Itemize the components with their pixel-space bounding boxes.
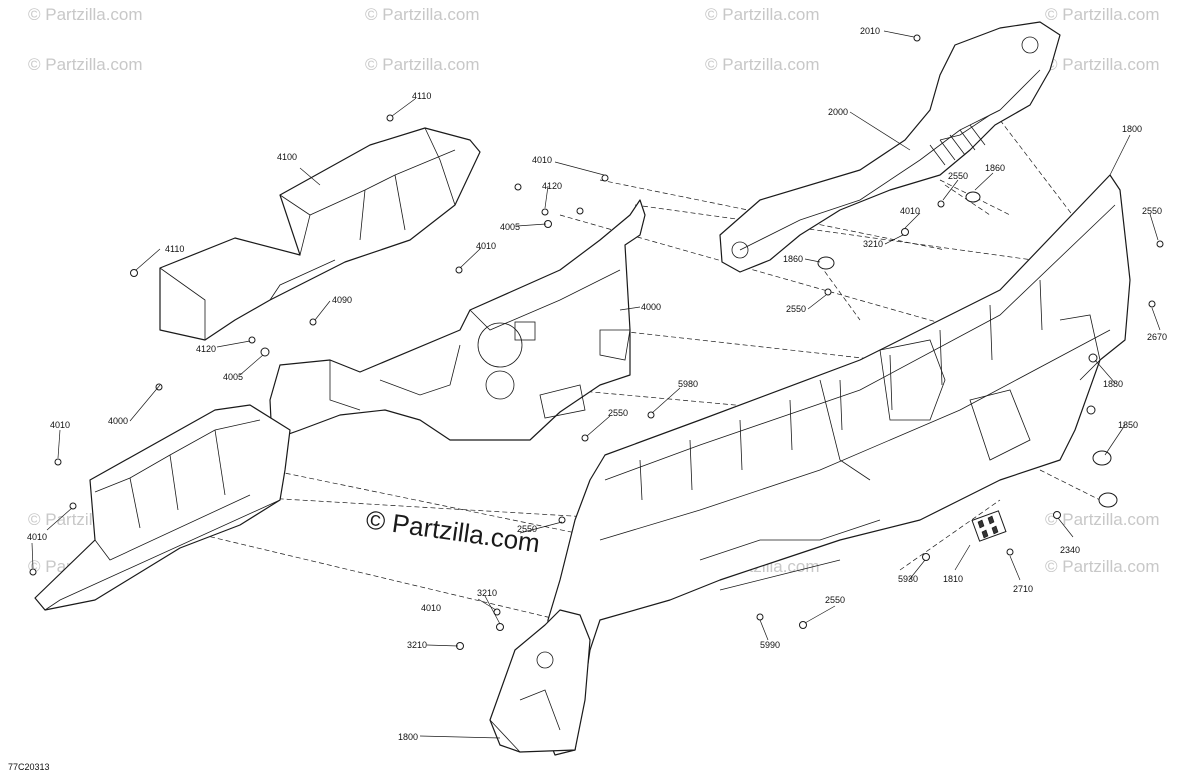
callout-4010: 4010 — [27, 532, 47, 542]
callout-3210: 3210 — [863, 239, 883, 249]
callout-1810: 1810 — [943, 574, 963, 584]
callout-4010: 4010 — [476, 241, 496, 251]
callout-2000: 2000 — [828, 107, 848, 117]
callout-4010: 4010 — [50, 420, 70, 430]
bracket-4000-mid — [269, 199, 646, 441]
callout-2550: 2550 — [786, 304, 806, 314]
bracket-2000 — [719, 21, 1061, 273]
callout-2550: 2550 — [608, 408, 628, 418]
duct-4100 — [159, 127, 481, 341]
callout-1860: 1860 — [783, 254, 803, 264]
callout-4100: 4100 — [277, 152, 297, 162]
hardware — [29, 34, 1164, 650]
callout-2550: 2550 — [825, 595, 845, 605]
callout-5930: 5930 — [898, 574, 918, 584]
diagram-code: 77C20313 — [8, 762, 50, 772]
callout-2710: 2710 — [1013, 584, 1033, 594]
callout-1800: 1800 — [1122, 124, 1142, 134]
callout-5980: 5980 — [678, 379, 698, 389]
callout-4000: 4000 — [108, 416, 128, 426]
callout-4110: 4110 — [412, 91, 431, 101]
watermark: © Partzilla.com — [365, 5, 480, 24]
callout-2550: 2550 — [1142, 206, 1162, 216]
callout-1860: 1860 — [985, 163, 1005, 173]
callout-1850: 1850 — [1118, 420, 1138, 430]
callout-2340: 2340 — [1060, 545, 1080, 555]
bracket-1800-bottom — [489, 609, 591, 753]
callout-4010: 4010 — [421, 603, 441, 613]
callout-4010: 4010 — [900, 206, 920, 216]
callout-2010: 2010 — [860, 26, 880, 36]
callout-4010: 4010 — [532, 155, 552, 165]
callouts: 2010 2000 1800 1860 2550 4010 3210 1860 … — [27, 26, 1167, 742]
watermark: © Partzilla.com — [1045, 55, 1160, 74]
watermark: © Partzilla.com — [1045, 510, 1160, 529]
callout-4005: 4005 — [223, 372, 243, 382]
callout-1880: 1880 — [1103, 379, 1123, 389]
watermark: © Partzilla.com — [1045, 5, 1160, 24]
callout-4005: 4005 — [500, 222, 520, 232]
duct-4000-left — [34, 404, 291, 611]
callout-2550: 2550 — [948, 171, 968, 181]
callout-4120: 4120 — [542, 181, 562, 191]
callout-4000: 4000 — [641, 302, 661, 312]
callout-2550: 2550 — [517, 524, 537, 534]
callout-5990: 5990 — [760, 640, 780, 650]
callout-1800: 1800 — [398, 732, 418, 742]
callout-3210: 3210 — [477, 588, 497, 598]
panel-1800 — [544, 174, 1131, 756]
watermark: © Partzilla.com — [705, 55, 820, 74]
watermark: © Partzilla.com — [1045, 557, 1160, 576]
watermark: © Partzilla.com — [28, 5, 143, 24]
watermark: © Partzilla.com — [28, 55, 143, 74]
callout-2670: 2670 — [1147, 332, 1167, 342]
callout-3210: 3210 — [407, 640, 427, 650]
watermark: © Partzilla.com — [365, 55, 480, 74]
watermark: © Partzilla.com — [705, 5, 820, 24]
callout-4120: 4120 — [196, 344, 216, 354]
callout-4090: 4090 — [332, 295, 352, 305]
callout-4110: 4110 — [165, 244, 184, 254]
leader-lines — [31, 30, 1161, 739]
